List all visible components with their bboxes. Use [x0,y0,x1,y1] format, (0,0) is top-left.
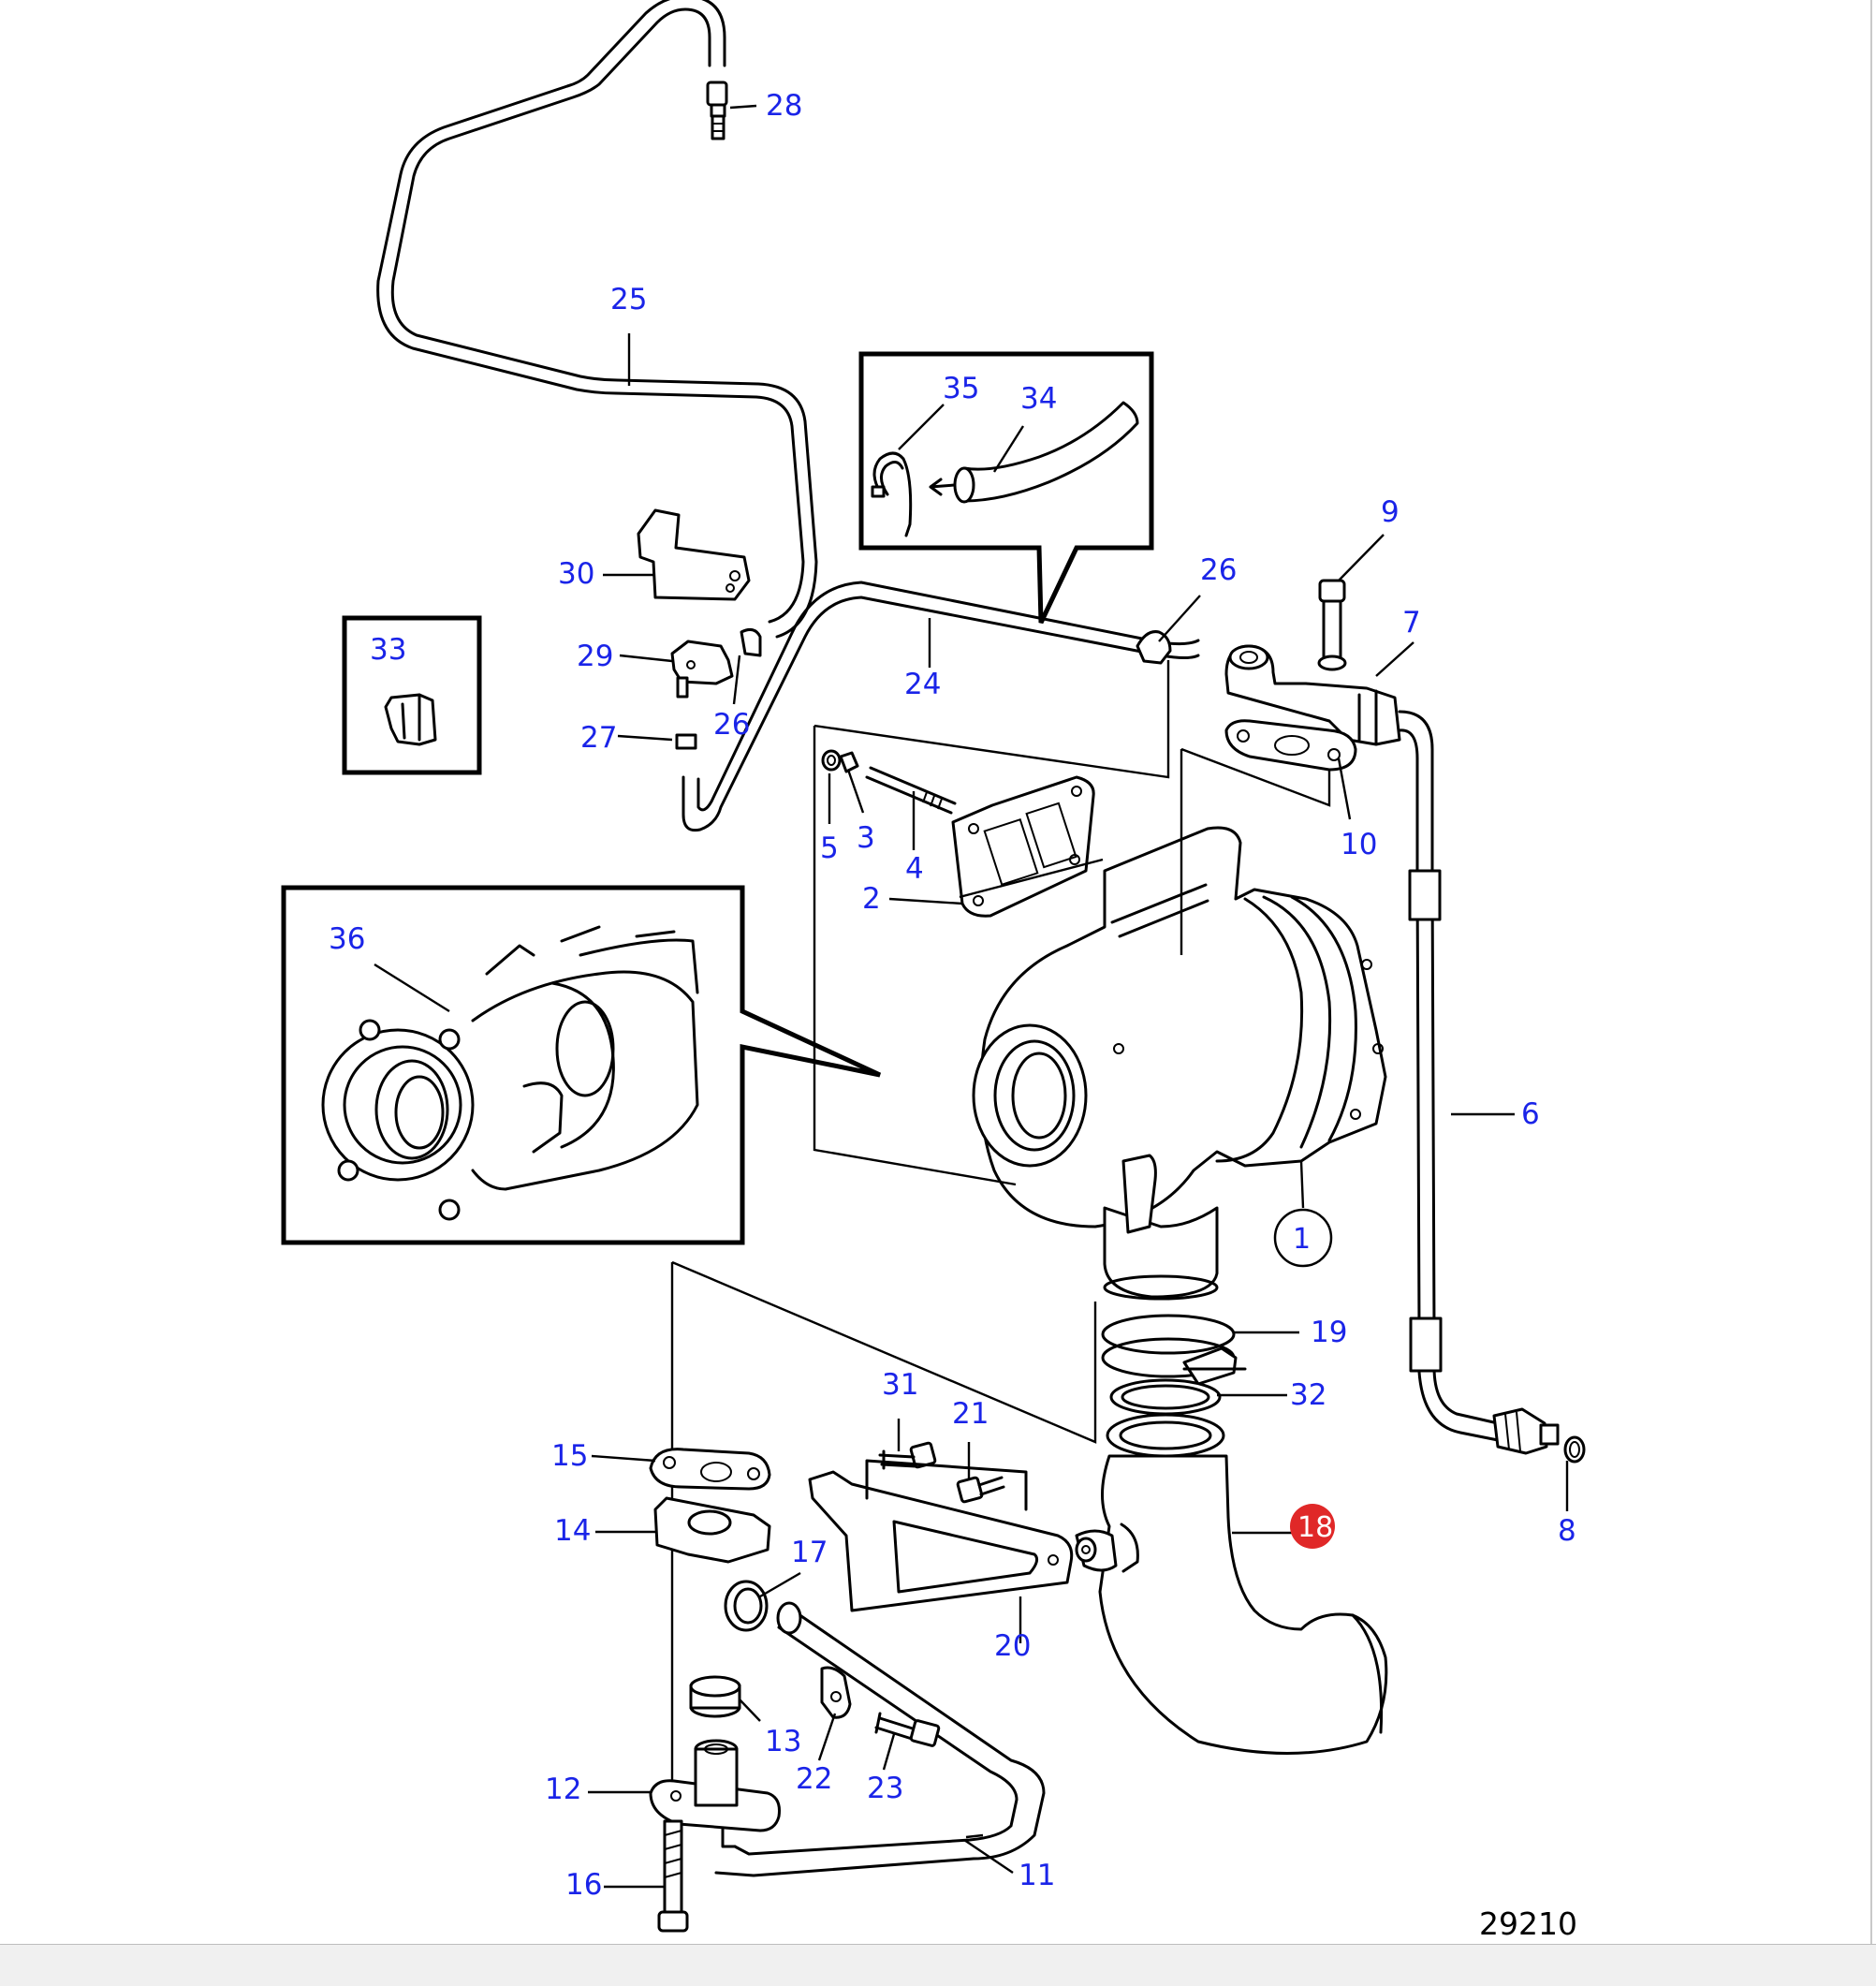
label-5: 5 [820,831,839,865]
label-22: 22 [796,1762,832,1796]
label-7: 7 [1402,606,1421,640]
page-right-border [1870,0,1872,1944]
callout-labels: 28 25 35 34 30 33 29 27 26 24 26 9 7 10 … [329,89,1576,1902]
stud-4 [865,766,957,815]
bracket-20 [808,1459,1074,1612]
oring-17 [724,1580,769,1632]
pipe-11 [714,1601,1046,1877]
block-7 [1224,644,1401,746]
label-8: 8 [1558,1514,1576,1548]
label-34: 34 [1020,382,1057,416]
clamp-19 [1101,1314,1247,1386]
label-12: 12 [545,1773,581,1806]
bolt-9 [1317,579,1347,671]
sleeve-13 [689,1675,741,1718]
label-21: 21 [952,1397,989,1431]
bolt-16 [657,1819,689,1933]
gasket-15 [649,1448,771,1491]
pipe-24 [682,581,1200,832]
label-24: 24 [904,668,941,701]
inset-hose-and-clip [858,351,1154,625]
bracket-30 [637,508,751,601]
label-26b: 26 [1200,553,1237,587]
nut-3 [839,751,859,773]
vband-32 [1109,1378,1222,1416]
fitting-28 [706,81,728,140]
label-15: 15 [551,1439,588,1473]
washer-5 [821,749,842,772]
label-26a: 26 [713,708,750,742]
figure-number: 29210 [1479,1905,1577,1942]
label-30: 30 [558,557,594,591]
label-25: 25 [610,283,647,316]
label-13: 13 [765,1725,801,1758]
oring-8 [1563,1435,1586,1464]
gasket-10 [1224,719,1357,772]
clamp-26a [740,627,762,657]
label-35: 35 [943,372,979,405]
bolt-31 [878,1441,937,1470]
bolt-23 [874,1712,941,1747]
pipe-25 [376,0,818,639]
turbocharger-1 [972,826,1387,1301]
block-14 [653,1496,771,1564]
label-9: 9 [1381,495,1400,529]
label-1: 1 [1293,1223,1311,1256]
label-23: 23 [867,1772,903,1805]
label-33: 33 [370,633,406,667]
nipple-27 [675,733,697,750]
inset-clip-33 [342,615,482,775]
label-17: 17 [791,1536,828,1569]
label-32: 32 [1290,1378,1326,1412]
pipe-6 [1398,710,1560,1455]
label-2: 2 [862,882,881,916]
bolt-21 [956,1476,1005,1504]
inset-turbo-flange-36 [281,885,882,1245]
label-29: 29 [577,640,613,673]
label-10: 10 [1341,828,1377,861]
elbow-18 [1075,1454,1388,1755]
leader-lines [374,104,1569,1889]
bottom-bar [0,1944,1876,1986]
callout-marker-18 [1290,1504,1335,1549]
label-27: 27 [580,721,617,755]
label-6: 6 [1521,1097,1540,1131]
label-31: 31 [882,1368,918,1402]
label-4: 4 [905,852,924,886]
gasket-2 [951,775,1095,918]
label-20: 20 [994,1629,1031,1663]
clip-22 [820,1666,852,1719]
label-14: 14 [554,1514,591,1548]
label-19: 19 [1311,1316,1347,1349]
valve-29 [670,640,734,699]
label-36: 36 [329,922,365,956]
label-18: 18 [1297,1511,1333,1544]
label-11: 11 [1019,1859,1055,1892]
label-16: 16 [565,1868,602,1902]
label-28: 28 [766,89,802,123]
ring-flange [1106,1413,1225,1458]
callout-ring-1 [1273,1208,1333,1268]
label-3: 3 [857,821,875,855]
flange-12 [649,1739,781,1832]
